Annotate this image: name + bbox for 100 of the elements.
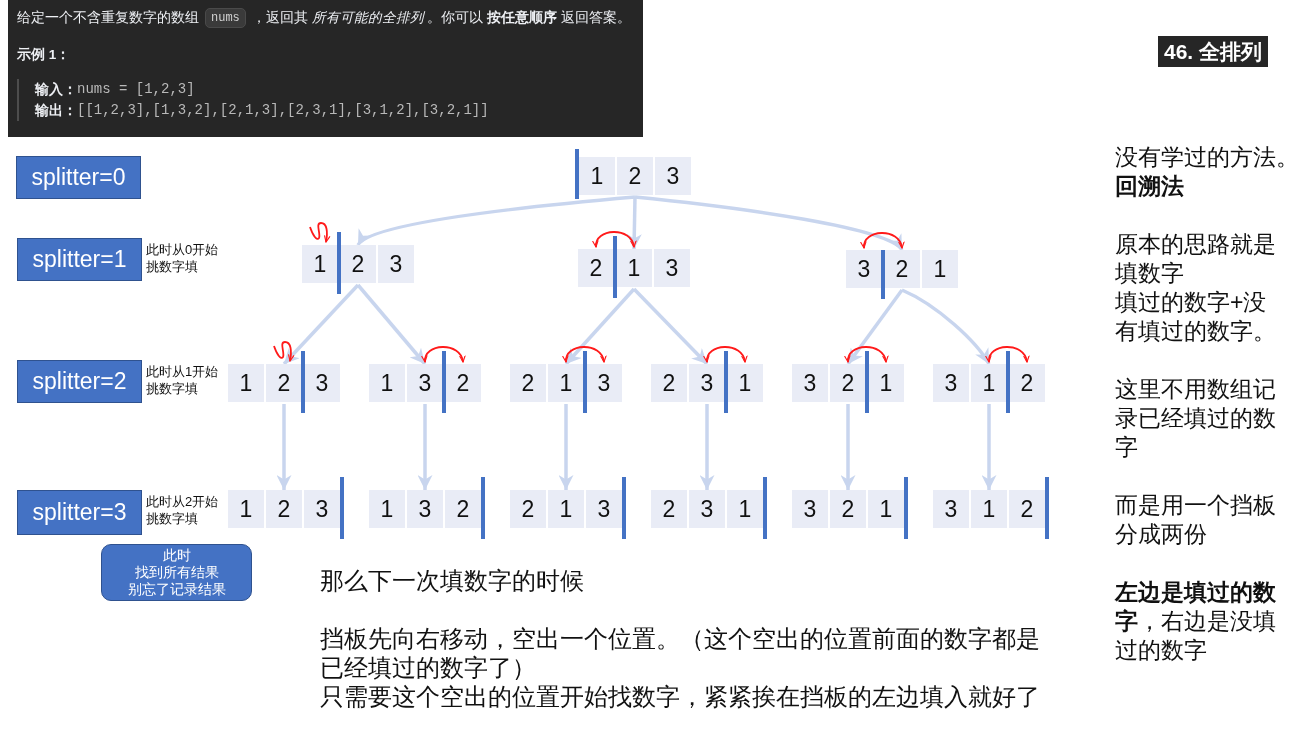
- problem-panel: [8, 0, 643, 137]
- array-digit: 3: [803, 370, 817, 396]
- section-heading: 示例 1：: [17, 46, 71, 64]
- array-digit: 3: [665, 255, 679, 281]
- arrow: [558, 404, 574, 490]
- number-array: [933, 364, 1045, 402]
- arrow: [901, 288, 991, 365]
- array-digit: 1: [738, 370, 752, 396]
- array-digit: 2: [521, 370, 535, 396]
- arrow: [417, 404, 433, 490]
- number-array: [369, 364, 481, 402]
- array-digit: 1: [239, 496, 253, 522]
- array-digit: 3: [700, 370, 714, 396]
- arrow: [846, 288, 904, 366]
- array-digit: 1: [559, 370, 573, 396]
- arrow: [634, 195, 904, 252]
- note-text: 只需要这个空出的位置开始找数字，紧紧挨在挡板的左边填入就好了: [320, 682, 1040, 711]
- number-array: [510, 490, 622, 528]
- number-array: [578, 249, 690, 287]
- arrow: [564, 287, 636, 366]
- number-array: [228, 490, 340, 528]
- arrow: [356, 195, 636, 247]
- array-digit: 3: [597, 496, 611, 522]
- note-text: 没有学过的方法。: [1115, 143, 1299, 172]
- side-note: 此时从2开始挑数字填: [146, 493, 220, 527]
- note-text: 左边是填过的数字，右边是没填过的数字: [1115, 578, 1277, 665]
- splitter-label: splitter=0: [16, 156, 141, 199]
- statement-text: ，返回其 所有可能的全排列 。你可以 按任意顺序 返回答案。: [251, 9, 631, 27]
- result-note: [101, 544, 252, 601]
- array-digit: 3: [418, 496, 432, 522]
- array-digit: 1: [982, 370, 996, 396]
- array-digit: 1: [982, 496, 996, 522]
- side-note: 此时从0开始挑数字填: [146, 241, 220, 275]
- array-digit: 2: [1020, 370, 1034, 396]
- field-label: 输出：: [35, 102, 77, 120]
- note-text: 那么下一次填数字的时候: [320, 566, 584, 595]
- array-digit: 2: [589, 255, 603, 281]
- arrow: [282, 283, 360, 366]
- field-label: 输入：: [35, 81, 77, 99]
- array-digit: 1: [738, 496, 752, 522]
- array-digit: 2: [841, 370, 855, 396]
- array-digit: 3: [700, 496, 714, 522]
- number-array: [510, 364, 622, 402]
- array-digit: 2: [351, 251, 365, 277]
- array-digit: 1: [879, 370, 893, 396]
- splitter-label: splitter=1: [17, 238, 142, 281]
- array-digit: 2: [895, 256, 909, 282]
- note-text: 别忘了记录结果: [127, 581, 226, 598]
- note-text: 填过的数字+没有填过的数字。: [1115, 288, 1277, 346]
- arrow: [356, 283, 427, 366]
- array-digit: 2: [277, 370, 291, 396]
- array-digit: 3: [944, 370, 958, 396]
- side-note: 此时从1开始挑数字填: [146, 363, 220, 397]
- page-title: 46. 全排列: [1158, 36, 1269, 67]
- note-text: 这里不用数组记录已经填过的数字: [1115, 375, 1277, 462]
- array-digit: 3: [666, 163, 680, 189]
- arrow: [840, 404, 856, 490]
- number-array: [651, 364, 763, 402]
- note-text: 回溯法: [1115, 172, 1184, 201]
- code-text: [[1,2,3],[1,3,2],[2,1,3],[2,3,1],[3,1,2],[3,2,1]]: [77, 101, 489, 120]
- array-digit: 1: [239, 370, 253, 396]
- array-digit: 1: [879, 496, 893, 522]
- array-digit: 1: [380, 370, 394, 396]
- array-digit: 3: [597, 370, 611, 396]
- note-text: 原本的思路就是填数字: [1115, 230, 1277, 288]
- array-digit: 1: [313, 251, 327, 277]
- arrow: [276, 404, 292, 490]
- array-digit: 2: [277, 496, 291, 522]
- splitter-label: splitter=2: [17, 360, 142, 403]
- array-digit: 2: [521, 496, 535, 522]
- array-digit: 1: [380, 496, 394, 522]
- arrow: [632, 287, 709, 366]
- array-digit: 1: [933, 256, 947, 282]
- number-array: [933, 490, 1045, 528]
- array-digit: 1: [559, 496, 573, 522]
- arrow: [626, 196, 642, 250]
- number-array: [369, 490, 481, 528]
- array-digit: 3: [857, 256, 871, 282]
- note-text: 找到所有结果: [134, 564, 219, 581]
- number-array: [846, 250, 958, 288]
- array-digit: 2: [662, 370, 676, 396]
- array-digit: 2: [662, 496, 676, 522]
- number-array: [228, 364, 340, 402]
- array-digit: 1: [590, 163, 604, 189]
- array-digit: 1: [627, 255, 641, 281]
- number-array: [651, 490, 763, 528]
- arrow: [981, 404, 997, 490]
- note-text: 而是用一个挡板分成两份: [1115, 491, 1277, 549]
- code-chip: nums: [205, 8, 246, 28]
- array-digit: 3: [315, 370, 329, 396]
- arrow: [699, 404, 715, 490]
- number-array: [792, 490, 904, 528]
- array-digit: 2: [628, 163, 642, 189]
- array-digit: 3: [315, 496, 329, 522]
- array-digit: 3: [389, 251, 403, 277]
- number-array: [792, 364, 904, 402]
- array-digit: 2: [456, 370, 470, 396]
- array-digit: 3: [803, 496, 817, 522]
- array-digit: 2: [456, 496, 470, 522]
- array-digit: 3: [418, 370, 432, 396]
